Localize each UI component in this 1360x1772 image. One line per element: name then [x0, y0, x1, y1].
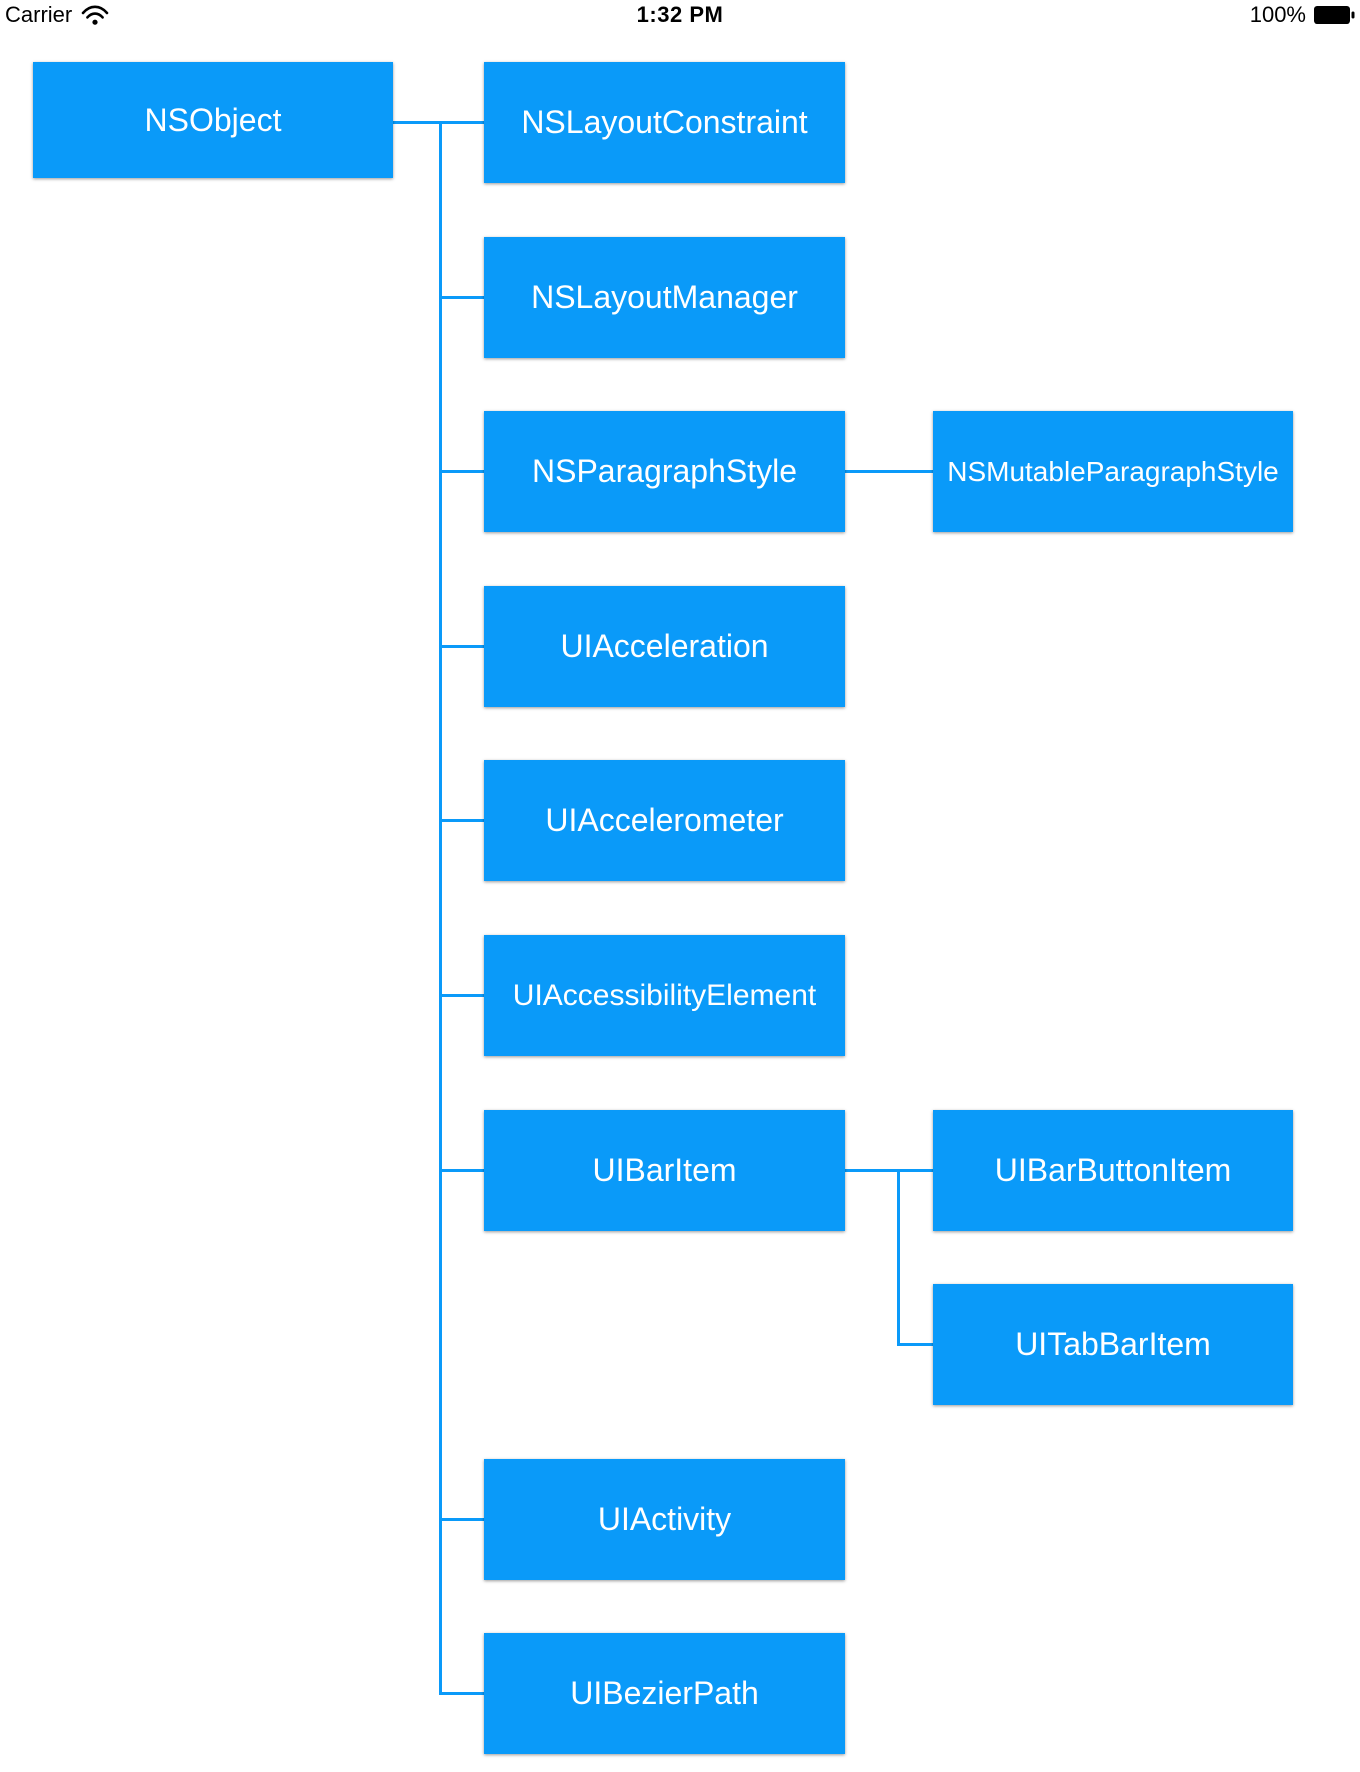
class-node-nsmutableparagraphstyle[interactable]: NSMutableParagraphStyle [933, 411, 1293, 532]
class-node-nslayoutconstraint[interactable]: NSLayoutConstraint [484, 62, 845, 183]
connector-line [897, 1170, 900, 1345]
carrier-label: Carrier [5, 2, 73, 27]
connector-line [438, 1518, 484, 1521]
connector-line [438, 994, 484, 997]
battery-icon [1314, 6, 1355, 24]
class-node-uiaccessibilityelement[interactable]: UIAccessibilityElement [484, 935, 845, 1056]
class-node-nsobject[interactable]: NSObject [33, 62, 393, 178]
connector-line [438, 121, 442, 1695]
connector-line [393, 121, 484, 124]
connector-line [438, 1169, 484, 1172]
class-node-uibezierpath[interactable]: UIBezierPath [484, 1633, 845, 1754]
class-node-uiacceleration[interactable]: UIAcceleration [484, 586, 845, 707]
connector-line [438, 819, 484, 822]
status-bar: Carrier 1:32 PM 100% [0, 0, 1360, 30]
class-node-nslayoutmanager[interactable]: NSLayoutManager [484, 237, 845, 358]
status-bar-right: 100% [1250, 2, 1355, 28]
class-node-uitabbaritem[interactable]: UITabBarItem [933, 1284, 1293, 1405]
class-node-uibarbuttonitem[interactable]: UIBarButtonItem [933, 1110, 1293, 1231]
connector-line [438, 1692, 484, 1695]
connector-line [845, 470, 933, 473]
status-bar-left: Carrier [5, 2, 109, 28]
connector-line [438, 470, 484, 473]
clock: 1:32 PM [636, 2, 724, 27]
battery-percent: 100% [1249, 2, 1306, 27]
connector-line [897, 1343, 933, 1346]
class-node-uibaritem[interactable]: UIBarItem [484, 1110, 845, 1231]
connector-line [438, 645, 484, 648]
class-node-uiaccelerometer[interactable]: UIAccelerometer [484, 760, 845, 881]
connector-line [438, 296, 484, 299]
class-node-uiactivity[interactable]: UIActivity [484, 1459, 845, 1580]
connector-line [845, 1169, 933, 1172]
wifi-icon [81, 4, 109, 25]
class-node-nsparagraphstyle[interactable]: NSParagraphStyle [484, 411, 845, 532]
